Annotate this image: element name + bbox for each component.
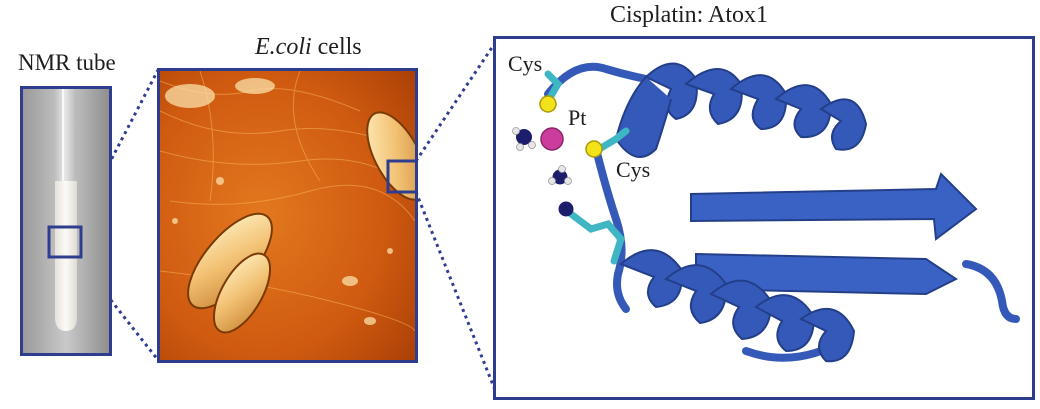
upper-helix: [614, 62, 868, 158]
nmr-tube-label: NMR tube: [18, 50, 116, 75]
label-pt: Pt: [568, 105, 586, 130]
ecoli-cell-2: [213, 252, 271, 334]
beta-sheet: [690, 172, 978, 296]
label-cys-mid: Cys: [616, 157, 650, 182]
cysteine-sticks: [544, 70, 630, 265]
ecoli-image-panel: [157, 68, 418, 363]
connector-cell-bottom: [414, 191, 499, 396]
tube-zoom-box: [47, 225, 83, 259]
ecoli-cells-text: cells: [311, 34, 362, 60]
ecoli-afm-image: [160, 71, 415, 360]
nmr-tube-panel: [20, 86, 112, 356]
ammine-ligand-1: [512, 127, 536, 151]
lower-helix: [619, 249, 856, 363]
nitrogen-atom: [558, 201, 574, 217]
ecoli-cells-label: E.coli cells: [255, 34, 362, 61]
atox1-ribbon: Cys Pt Cys: [508, 51, 1020, 363]
sulfur-atom-2: [585, 140, 603, 158]
protein-title-label: Cisplatin: Atox1: [610, 2, 769, 28]
ecoli-italic-text: E.coli: [255, 34, 312, 60]
sulfur-atom-1: [539, 95, 557, 113]
coil-top-loop: [544, 62, 650, 98]
platinum-atom: [540, 127, 564, 151]
connector-cell-top: [414, 39, 499, 162]
ammine-ligand-2: [548, 165, 572, 185]
tube-glass: [55, 89, 77, 189]
coil-right-tail: [962, 260, 1020, 323]
protein-structure-panel: Cys Pt Cys: [493, 36, 1035, 400]
ecoli-cell-3: [366, 111, 415, 201]
cell-zoom-box: [386, 159, 415, 194]
label-cys-top: Cys: [508, 51, 542, 76]
nmr-tube-photo: [23, 89, 109, 353]
